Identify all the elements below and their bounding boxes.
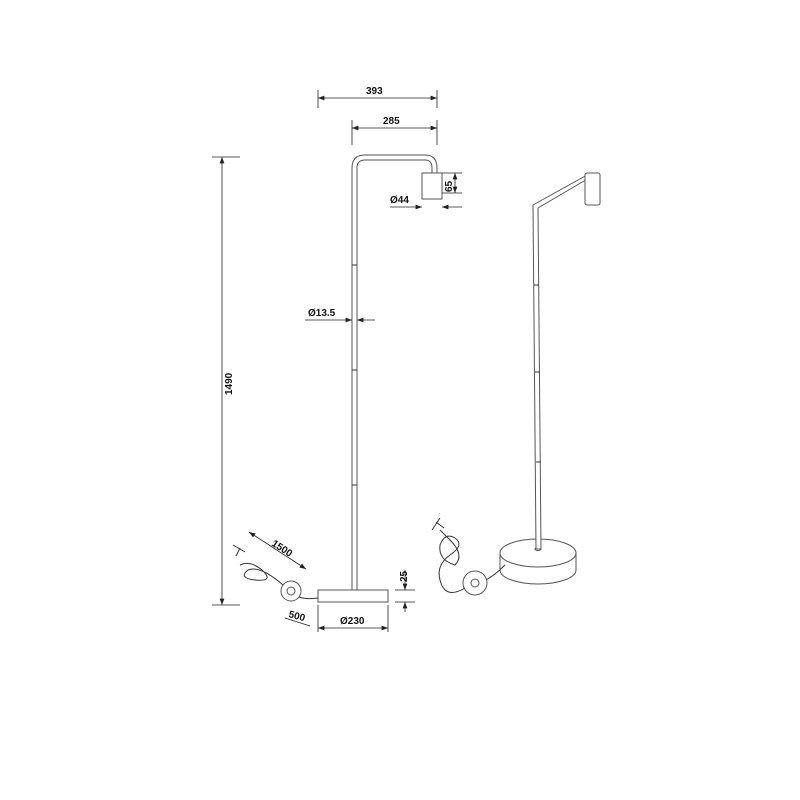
label-44: Ø44 [390,195,409,206]
label-65: 65 [444,180,455,192]
label-230: Ø230 [340,616,365,627]
label-13-5: Ø13.5 [308,308,336,319]
label-393: 393 [366,86,383,97]
base [317,589,389,603]
label-285: 285 [383,116,400,127]
label-25: 25 [399,570,410,582]
perspective-view-lamp [431,172,601,596]
socket [421,172,443,200]
front-view-lamp [232,154,443,603]
dimension-lines [212,90,462,632]
label-1500: 1500 [269,538,294,560]
label-500: 500 [287,609,306,624]
dimension-labels: 393 285 65 Ø44 Ø13.5 1490 1500 500 25 Ø2… [224,86,455,627]
label-1490: 1490 [224,372,235,395]
